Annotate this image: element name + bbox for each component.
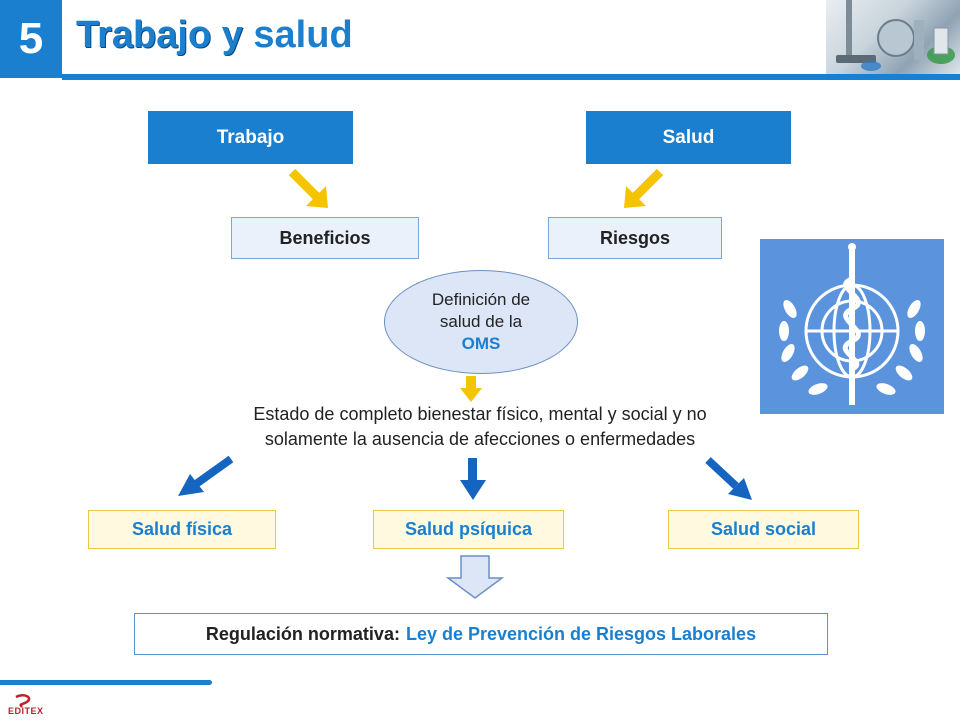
regulation-law: Ley de Prevención de Riesgos Laborales	[405, 623, 757, 644]
beneficios-box: Beneficios	[231, 217, 419, 259]
who-emblem	[760, 239, 944, 414]
outline-arrow-down	[445, 555, 505, 599]
trabajo-box: Trabajo	[148, 111, 353, 164]
title-part-1: Trabajo y	[76, 14, 243, 56]
section-number-badge: 5	[0, 0, 62, 78]
header-underline	[62, 74, 960, 80]
riesgos-box: Riesgos	[548, 217, 722, 259]
health-definition-text: Estado de completo bienestar físico, men…	[180, 402, 780, 452]
editex-logo-text: EDITEX	[8, 706, 44, 716]
page-title: Trabajo y salud	[76, 14, 353, 57]
lab-equipment-photo	[826, 0, 960, 74]
yellow-arrow-down	[460, 376, 482, 402]
regulation-box: Regulación normativa: Ley de Prevención …	[134, 613, 828, 655]
yellow-arrow-down-left	[624, 168, 664, 208]
ellipse-line-1: Definición de	[431, 290, 531, 309]
blue-arrow-down	[460, 458, 486, 500]
who-logo-icon	[779, 243, 925, 405]
blue-arrow-down-left	[178, 455, 234, 496]
salud-psiquica-box: Salud psíquica	[373, 510, 564, 549]
definition-line-1: Estado de completo bienestar físico, men…	[253, 404, 707, 424]
blue-arrow-down-right	[705, 457, 752, 500]
oms-definition-ellipse: Definición de salud de la OMS	[384, 270, 578, 374]
header-bar	[0, 0, 960, 76]
regulation-label: Regulación normativa:	[205, 623, 400, 644]
footer-line	[0, 680, 212, 685]
salud-social-box: Salud social	[668, 510, 859, 549]
editex-logo-icon	[15, 694, 31, 708]
salud-box: Salud	[586, 111, 791, 164]
yellow-arrow-down-right	[288, 168, 328, 208]
ellipse-line-2: salud de la	[439, 312, 523, 331]
ellipse-line-oms: OMS	[461, 334, 501, 353]
salud-fisica-box: Salud física	[88, 510, 276, 549]
definition-line-2: solamente la ausencia de afecciones o en…	[264, 429, 696, 449]
title-part-2: salud	[253, 14, 353, 56]
